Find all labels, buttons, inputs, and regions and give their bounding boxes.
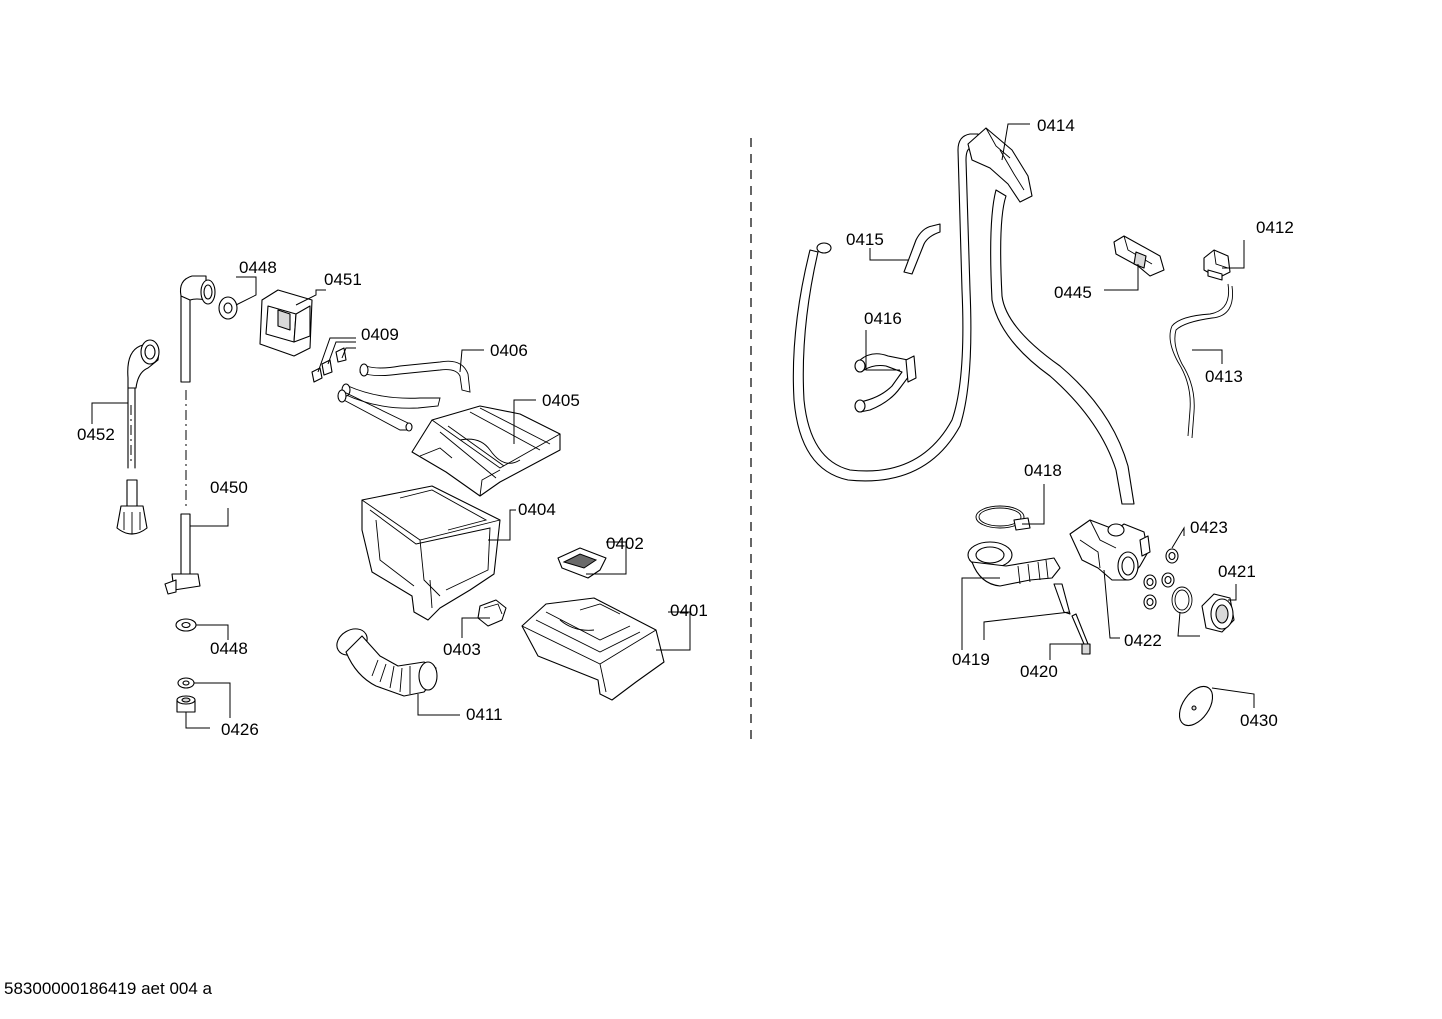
part-0416-hose-bracket[interactable]: [854, 353, 917, 413]
label-0411: 0411: [466, 705, 503, 724]
label-0413: 0413: [1205, 367, 1243, 386]
part-0421-pump-filter[interactable]: [1171, 586, 1235, 633]
label-0420: 0420: [1020, 662, 1058, 681]
label-0403: 0403: [443, 640, 481, 659]
label-0409: 0409: [361, 325, 399, 344]
label-0445: 0445: [1054, 283, 1092, 302]
label-0418: 0418: [1024, 461, 1062, 480]
part-0450-inlet-pipe[interactable]: [164, 275, 216, 595]
part-0452-inlet-hose[interactable]: [116, 339, 160, 535]
part-0420-screw[interactable]: [1071, 613, 1091, 655]
label-0452: 0452: [77, 425, 115, 444]
part-0426-nut[interactable]: [176, 677, 196, 713]
label-0426: 0426: [221, 720, 259, 739]
part-0412-pressure-switch[interactable]: [1203, 249, 1231, 281]
document-id: 58300000186419 aet 004 a: [4, 979, 212, 998]
part-0404-dispenser-housing[interactable]: [361, 485, 501, 621]
label-0451: 0451: [324, 270, 362, 289]
part-0422-drain-pump[interactable]: [1069, 519, 1151, 581]
part-0409-clips[interactable]: [311, 347, 347, 383]
part-0419-pump-hose[interactable]: [967, 541, 1071, 615]
label-0415: 0415: [846, 230, 884, 249]
part-0415-small-hose[interactable]: [903, 223, 941, 275]
part-0402-handle[interactable]: [557, 547, 607, 579]
part-0413-pressure-hose[interactable]: [1169, 283, 1234, 439]
label-0401: 0401: [670, 601, 708, 620]
label-0421: 0421: [1218, 562, 1256, 581]
label-0450: 0450: [210, 478, 248, 497]
part-0448-washer-bottom[interactable]: [175, 618, 197, 632]
label-0414: 0414: [1037, 116, 1075, 135]
label-0404: 0404: [518, 500, 556, 519]
part-0430-service-cover[interactable]: [1173, 681, 1220, 732]
label-0406: 0406: [490, 341, 528, 360]
part-0414-drain-hose[interactable]: [967, 127, 1135, 505]
label-0402: 0402: [606, 534, 644, 553]
part-0451-solenoid-valve[interactable]: [259, 289, 313, 357]
part-0418-hose-clamp[interactable]: [975, 505, 1031, 531]
part-0405-dispenser-top[interactable]: [411, 405, 561, 497]
label-0419: 0419: [952, 650, 990, 669]
part-0445-bracket[interactable]: [1113, 235, 1165, 277]
part-0411-bellows-hose[interactable]: [332, 624, 438, 697]
part-0448-washer-top[interactable]: [218, 296, 238, 320]
label-0423: 0423: [1190, 518, 1228, 537]
label-0448-bottom: 0448: [210, 639, 248, 658]
part-0406-hoses[interactable]: [337, 360, 471, 432]
label-0405: 0405: [542, 391, 580, 410]
label-0422: 0422: [1124, 631, 1162, 650]
label-0416: 0416: [864, 309, 902, 328]
label-0448-top: 0448: [239, 258, 277, 277]
part-0415-drain-hose[interactable]: [792, 133, 979, 482]
part-0401-detergent-drawer[interactable]: [521, 597, 665, 701]
part-0403-siphon-insert[interactable]: [477, 599, 507, 627]
leader-lines: [91, 123, 1255, 729]
label-0430: 0430: [1240, 711, 1278, 730]
label-0412: 0412: [1256, 218, 1294, 237]
part-labels: 0448 0451 0409 0406 0405 0404 0402 0401 …: [77, 116, 1294, 739]
part-0423-seals[interactable]: [1143, 548, 1179, 610]
